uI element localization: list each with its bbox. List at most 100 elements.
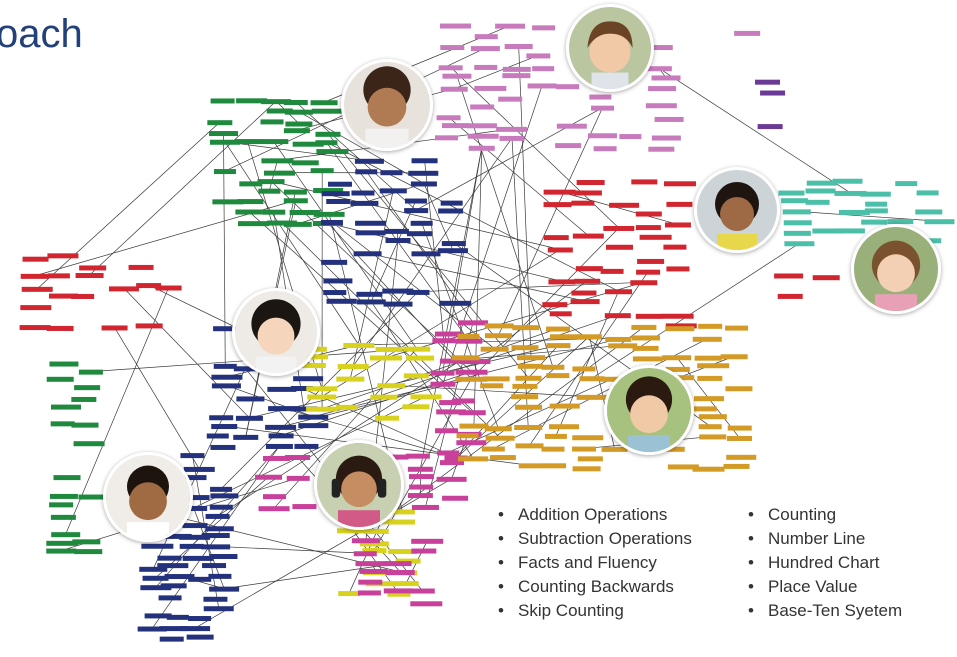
- skill-node: [180, 505, 208, 511]
- connection-line: [658, 67, 851, 194]
- skill-node: [205, 513, 230, 519]
- skill-node: [865, 201, 888, 207]
- skill-node: [262, 209, 286, 215]
- skill-node: [335, 404, 358, 410]
- skill-node: [666, 201, 693, 207]
- connection-line: [224, 562, 399, 589]
- skill-node: [778, 190, 805, 196]
- skill-node: [725, 386, 753, 392]
- skill-node: [268, 406, 298, 412]
- skill-node: [283, 221, 312, 227]
- skill-node: [406, 289, 430, 295]
- skill-node: [160, 583, 187, 589]
- skill-node: [549, 424, 580, 430]
- connection-line: [559, 191, 679, 225]
- skill-node: [239, 181, 263, 187]
- skill-node: [384, 454, 409, 460]
- skill-node: [694, 396, 725, 402]
- skill-node: [662, 355, 692, 361]
- skill-node: [636, 269, 661, 275]
- skill-node: [310, 100, 338, 106]
- skill-node: [71, 396, 97, 402]
- skill-node: [459, 359, 491, 365]
- skill-node: [307, 394, 337, 400]
- skill-node: [74, 549, 103, 555]
- skill-node: [404, 198, 427, 204]
- skill-node: [49, 493, 78, 499]
- skill-node: [609, 202, 640, 208]
- skill-node: [408, 474, 434, 480]
- skill-node: [235, 415, 263, 421]
- skill-node: [517, 355, 546, 361]
- skill-node: [697, 375, 723, 381]
- skill-node: [202, 563, 227, 569]
- skill-node: [142, 575, 169, 581]
- skill-node: [235, 209, 263, 215]
- skill-node: [631, 324, 657, 330]
- connection-line: [224, 141, 370, 162]
- connection-line: [498, 107, 603, 336]
- skill-node: [188, 576, 212, 582]
- skill-node: [211, 383, 241, 389]
- skill-node: [20, 273, 49, 279]
- skill-node: [22, 256, 49, 262]
- skill-node: [514, 424, 543, 430]
- skill-node: [648, 86, 677, 92]
- skill-node: [286, 475, 310, 481]
- connection-line: [65, 287, 169, 535]
- child-photo-girl-right: [694, 167, 780, 253]
- skill-node: [439, 358, 462, 364]
- skill-node: [383, 588, 413, 594]
- skill-node: [436, 115, 461, 121]
- legend-item: Counting: [746, 503, 946, 527]
- skill-node: [50, 514, 76, 520]
- skill-node: [255, 474, 283, 480]
- skill-node: [257, 179, 285, 185]
- skill-node: [283, 128, 310, 134]
- skill-node: [363, 528, 389, 534]
- skill-node: [600, 376, 626, 382]
- skill-node: [47, 253, 79, 259]
- skill-node: [458, 320, 489, 326]
- skill-node: [212, 199, 244, 205]
- skill-node: [403, 346, 431, 352]
- skill-node: [343, 343, 375, 349]
- skill-node: [289, 209, 321, 215]
- skill-node: [311, 108, 344, 114]
- skill-node: [576, 394, 607, 400]
- skill-node: [261, 158, 294, 164]
- skill-node: [387, 591, 411, 597]
- skill-node: [201, 533, 230, 539]
- skill-node: [206, 433, 229, 439]
- legend-item: Addition Operations: [496, 503, 728, 527]
- skill-node: [605, 336, 632, 342]
- skill-node: [543, 189, 576, 195]
- skill-node: [600, 268, 624, 274]
- skill-node: [46, 548, 77, 554]
- skill-node: [781, 198, 809, 204]
- skill-node: [283, 99, 308, 105]
- skill-node: [411, 538, 444, 544]
- skill-node: [258, 188, 281, 194]
- skill-node: [651, 135, 681, 141]
- skill-node: [603, 225, 635, 231]
- connection-line: [511, 137, 529, 428]
- skill-node: [203, 606, 234, 612]
- skill-node: [632, 356, 663, 362]
- skill-node: [549, 403, 580, 409]
- skill-node: [78, 494, 110, 500]
- skill-node: [356, 291, 383, 297]
- skill-node: [665, 323, 697, 329]
- skill-node: [337, 364, 369, 370]
- skill-node: [630, 280, 658, 286]
- skill-node: [353, 251, 382, 257]
- skill-node: [71, 422, 99, 428]
- skill-node: [258, 506, 290, 512]
- skill-node: [209, 504, 233, 510]
- skill-node: [326, 298, 357, 304]
- skill-node: [576, 334, 602, 340]
- skill-node: [665, 366, 690, 372]
- connection-line: [370, 200, 417, 302]
- skill-node: [639, 234, 672, 240]
- skill-node: [605, 289, 633, 295]
